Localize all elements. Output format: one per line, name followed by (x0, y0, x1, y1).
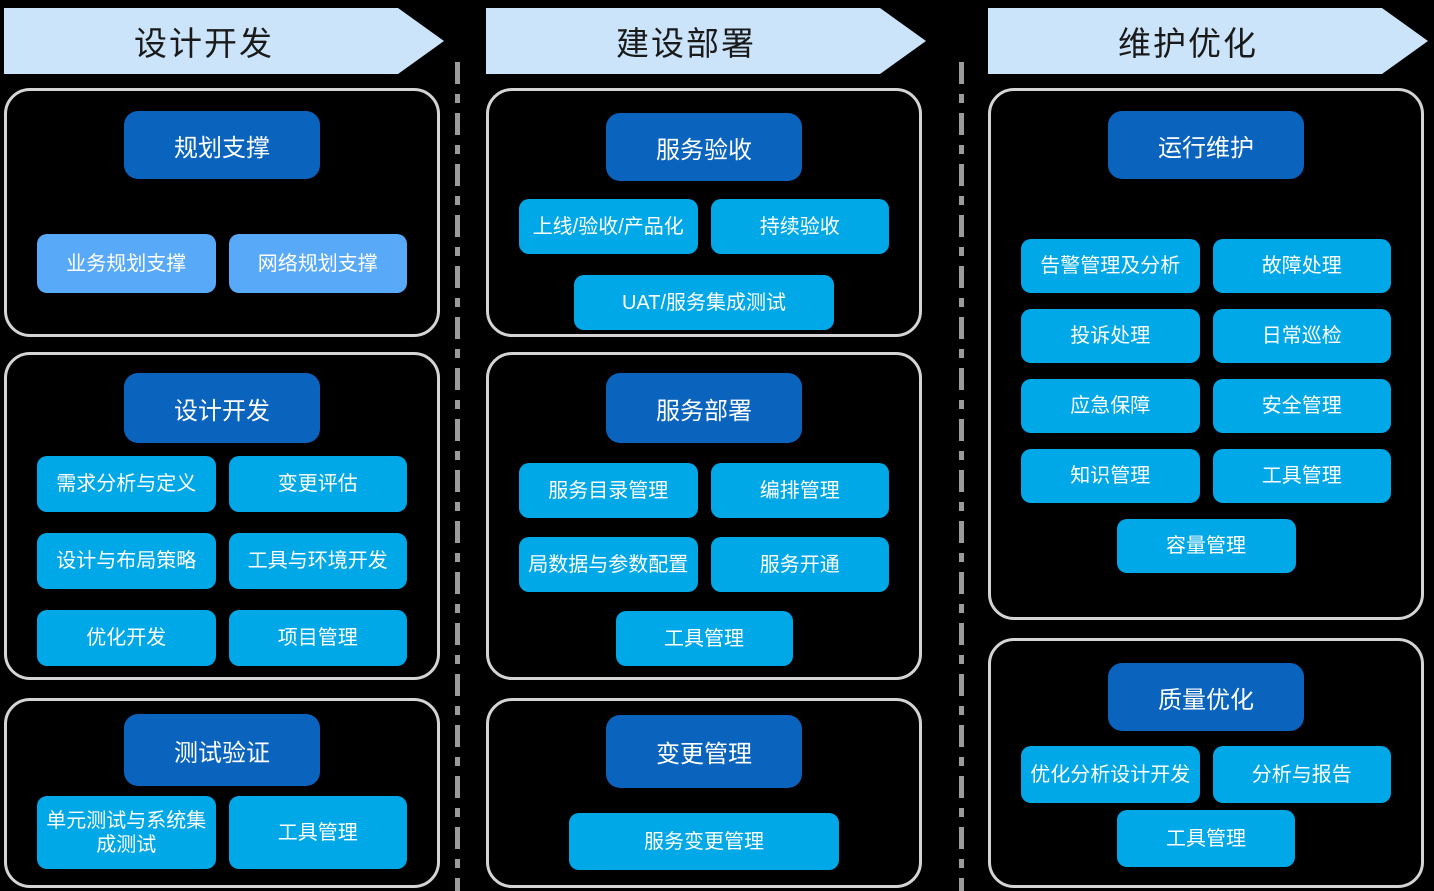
process-item: 单元测试与系统集成测试 (37, 796, 216, 869)
process-item: 优化分析设计开发 (1021, 746, 1200, 803)
group-items: 单元测试与系统集成测试工具管理 (7, 796, 437, 869)
group-items: 业务规划支撑网络规划支撑 (7, 234, 437, 293)
process-group: 服务部署服务目录管理编排管理局数据与参数配置服务开通工具管理 (486, 352, 922, 680)
process-item: 业务规划支撑 (37, 234, 216, 293)
item-row: 设计与布局策略工具与环境开发 (37, 533, 407, 589)
process-item: 工具管理 (615, 611, 793, 666)
process-group: 设计开发需求分析与定义变更评估设计与布局策略工具与环境开发优化开发项目管理 (4, 352, 440, 680)
process-item: 容量管理 (1116, 519, 1296, 573)
group-title-label: 运行维护 (1158, 134, 1254, 162)
item-row: 告警管理及分析故障处理 (1021, 239, 1391, 293)
group-items: 优化分析设计开发分析与报告工具管理 (991, 746, 1421, 867)
group-title-label: 服务验收 (656, 136, 752, 164)
process-item: 局数据与参数配置 (519, 537, 698, 592)
phase-header-arrow: 建设部署 (486, 8, 926, 74)
group-title-label: 设计开发 (174, 397, 270, 425)
item-row: 投诉处理日常巡检 (1021, 309, 1391, 363)
process-item: 工具与环境开发 (228, 533, 407, 589)
item-row: 优化分析设计开发分析与报告 (1021, 746, 1391, 803)
process-item: 工具管理 (1117, 810, 1295, 867)
process-item: 持续验收 (710, 199, 889, 254)
phase-header-arrow: 维护优化 (988, 8, 1428, 74)
process-item: 设计与布局策略 (37, 533, 216, 589)
process-item: 应急保障 (1021, 379, 1200, 433)
group-items: 需求分析与定义变更评估设计与布局策略工具与环境开发优化开发项目管理 (7, 456, 437, 666)
process-item: 安全管理 (1212, 379, 1391, 433)
group-title-box: 规划支撑 (124, 111, 320, 179)
group-title-box: 服务部署 (606, 373, 802, 443)
group-items: 服务目录管理编排管理局数据与参数配置服务开通工具管理 (489, 463, 919, 666)
group-title-label: 质量优化 (1158, 686, 1254, 714)
group-title-label: 变更管理 (656, 741, 752, 768)
phase-header-label: 建设部署 (616, 25, 756, 62)
group-items: 服务变更管理 (489, 813, 919, 870)
process-item: 网络规划支撑 (228, 234, 407, 293)
process-item: UAT/服务集成测试 (574, 275, 834, 330)
process-item: 服务目录管理 (519, 463, 698, 518)
group-title-box: 质量优化 (1108, 663, 1304, 731)
phase-header-label: 维护优化 (1118, 25, 1258, 62)
column-separator (959, 62, 964, 891)
item-row: 优化开发项目管理 (37, 610, 407, 666)
process-item: 项目管理 (228, 610, 407, 666)
item-row: 需求分析与定义变更评估 (37, 456, 407, 512)
item-row: 局数据与参数配置服务开通 (519, 537, 889, 592)
process-group: 服务验收上线/验收/产品化持续验收 UAT/服务集成测试 (486, 88, 922, 337)
process-group: 质量优化优化分析设计开发分析与报告工具管理 (988, 638, 1424, 888)
process-item: 告警管理及分析 (1021, 239, 1200, 293)
group-title-box: 服务验收 (606, 113, 802, 181)
process-item: 知识管理 (1021, 449, 1200, 503)
process-item: 投诉处理 (1021, 309, 1200, 363)
group-title-box: 运行维护 (1108, 111, 1304, 179)
phase-header-arrow: 设计开发 (4, 8, 444, 74)
item-row: 知识管理工具管理 (1021, 449, 1391, 503)
item-row: 服务目录管理编排管理 (519, 463, 889, 518)
process-item: 优化开发 (37, 610, 216, 666)
process-group: 测试验证单元测试与系统集成测试工具管理 (4, 698, 440, 888)
process-group: 规划支撑业务规划支撑网络规划支撑 (4, 88, 440, 337)
group-title-box: 设计开发 (124, 373, 320, 443)
process-item: 需求分析与定义 (37, 456, 216, 512)
process-item: 上线/验收/产品化 (519, 199, 698, 254)
item-row: 上线/验收/产品化持续验收 (519, 199, 889, 254)
item-row: 单元测试与系统集成测试工具管理 (37, 796, 407, 869)
group-items: 上线/验收/产品化持续验收 UAT/服务集成测试 (489, 199, 919, 330)
process-item: 分析与报告 (1212, 746, 1391, 803)
group-items: 告警管理及分析故障处理投诉处理日常巡检应急保障安全管理知识管理工具管理容量管理 (991, 239, 1421, 573)
group-title-label: 服务部署 (656, 397, 752, 425)
process-group: 变更管理服务变更管理 (486, 698, 922, 888)
group-title-label: 测试验证 (174, 739, 270, 767)
item-row: 业务规划支撑网络规划支撑 (37, 234, 407, 293)
phase-header-label: 设计开发 (134, 25, 274, 62)
item-row: 应急保障安全管理 (1021, 379, 1391, 433)
process-item: 工具管理 (1212, 449, 1391, 503)
process-item: 工具管理 (228, 796, 407, 869)
process-item: 编排管理 (710, 463, 889, 518)
process-item: 变更评估 (228, 456, 407, 512)
process-item: 故障处理 (1212, 239, 1391, 293)
process-item: 日常巡检 (1212, 309, 1391, 363)
group-title-box: 测试验证 (124, 714, 320, 786)
process-item: 服务开通 (710, 537, 889, 592)
process-item: 服务变更管理 (569, 813, 839, 870)
group-title-label: 规划支撑 (174, 134, 270, 162)
column-separator (455, 62, 460, 891)
group-title-box: 变更管理 (606, 715, 802, 788)
process-group: 运行维护告警管理及分析故障处理投诉处理日常巡检应急保障安全管理知识管理工具管理容… (988, 88, 1424, 620)
